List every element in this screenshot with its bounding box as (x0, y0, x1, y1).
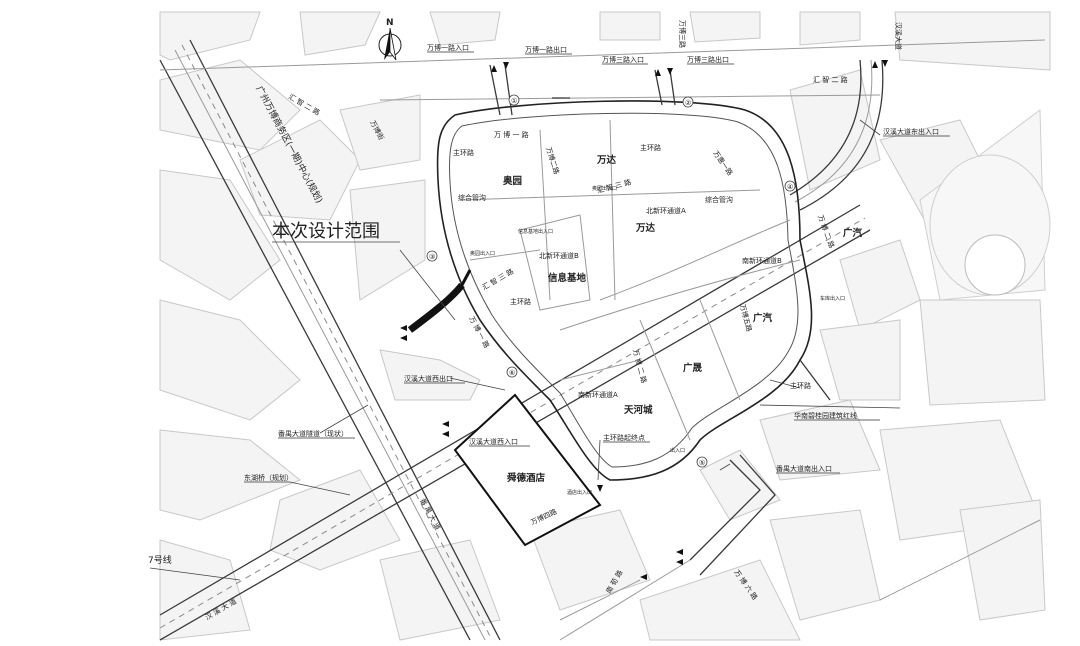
beixin-a-label: 北新环通道A (646, 206, 686, 215)
zonghe-label-2: 综合管沟 (705, 195, 733, 204)
nanxin-a-label: 南新环通道A (578, 390, 618, 399)
road-hanxi-dadao-right: 汉溪大道 (894, 22, 903, 50)
junction-1: ① (511, 97, 517, 105)
road-huizhi-er-right: 汇 智 二 路 (813, 75, 848, 84)
north-label: N (386, 18, 394, 28)
xiaoxian-label-2: 奥园出入口 (470, 250, 495, 257)
district-guangsheng: 广晟 (683, 362, 703, 374)
zonghe-label-1: 综合管沟 (458, 193, 486, 202)
background-blocks (159, 11, 1051, 641)
hanxi-west-out-label: 汉溪大道西出口 (404, 374, 453, 383)
district-hotel: 舜德酒店 (507, 472, 546, 484)
leader-lines (149, 119, 901, 581)
zhuhuan-label-3: 主环路 (510, 297, 531, 306)
district-guangqi-top: 广汽 (843, 227, 863, 239)
huanan-label: 华南碧桂园建筑红线 (794, 411, 857, 420)
district-wanda-mid: 万达 (635, 222, 656, 234)
district-aoyuan: 奥园 (502, 175, 522, 187)
junction-5: ⑤ (699, 459, 705, 467)
district-xinxi: 信息基地 (548, 272, 587, 284)
design-scope-label: 本次设计范围 (272, 221, 380, 242)
road-wanbo-yi: 万 博 一 路 (494, 130, 529, 139)
hanxi-west-in-label: 汉溪大道西入口 (469, 437, 518, 446)
zhuhuan-label-2: 主环路 (640, 143, 661, 152)
north-arrow: N (378, 18, 402, 61)
junction-3: ③ (429, 253, 435, 261)
junction-markers: ① ② ③ ④ ⑤ ⑥ (426, 94, 796, 468)
xiaoxian-label-1: 信息基地出入口 (518, 228, 553, 235)
hotel-block (453, 393, 602, 547)
wanbo-yi-out-label: 万博一路出口 (525, 45, 567, 54)
wanbo-yi-in-label: 万博一路入口 (427, 43, 469, 52)
guangqi-gate-label: 车库出入口 (820, 295, 845, 302)
line7-label: 7号线 (148, 554, 172, 566)
district-tianhe: 天河城 (624, 404, 653, 416)
main-ring-start-label: 主环路起终点 (603, 433, 645, 442)
xiaoxian-label-3: 奥园出入口 (592, 185, 617, 192)
district-labels: 奥园 万达 万达 信息基地 广汽 广汽 广晟 天河城 舜德酒店 (502, 154, 863, 484)
donghu-bridge-label: 东湖桥（规划） (244, 473, 293, 482)
junction-2: ② (685, 99, 691, 107)
district-guangqi-mid: 广汽 (753, 312, 773, 324)
tianhe-gate-label: 出入口 (670, 447, 685, 454)
entrance-arrows (400, 60, 888, 580)
hotel-gate-label: 酒店出入口 (567, 489, 592, 496)
panyu-south-label: 番禺大道南出入口 (776, 464, 832, 473)
zhuhuan-label-4: 主环路 (790, 381, 811, 390)
junction-4: ④ (787, 183, 793, 191)
nanxin-b-label: 南新环通道B (742, 256, 782, 265)
beixin-b-label: 北新环通道B (539, 251, 579, 260)
hanxi-east-label: 汉溪大道东出入口 (883, 127, 939, 136)
wanbo-san-in-label: 万博三路入口 (602, 55, 644, 64)
design-scope-segment (407, 269, 472, 333)
wanbo-san-out-label: 万博三路出口 (687, 55, 729, 64)
road-wanbo-san-top: 万博三路 (678, 20, 687, 48)
district-wanda-top: 万达 (596, 154, 617, 166)
zhuhuan-label-1: 主环路 (453, 148, 474, 157)
junction-6: ⑥ (509, 369, 515, 377)
panyu-tunnel-label: 番禺大道隧道（现状） (278, 429, 348, 438)
